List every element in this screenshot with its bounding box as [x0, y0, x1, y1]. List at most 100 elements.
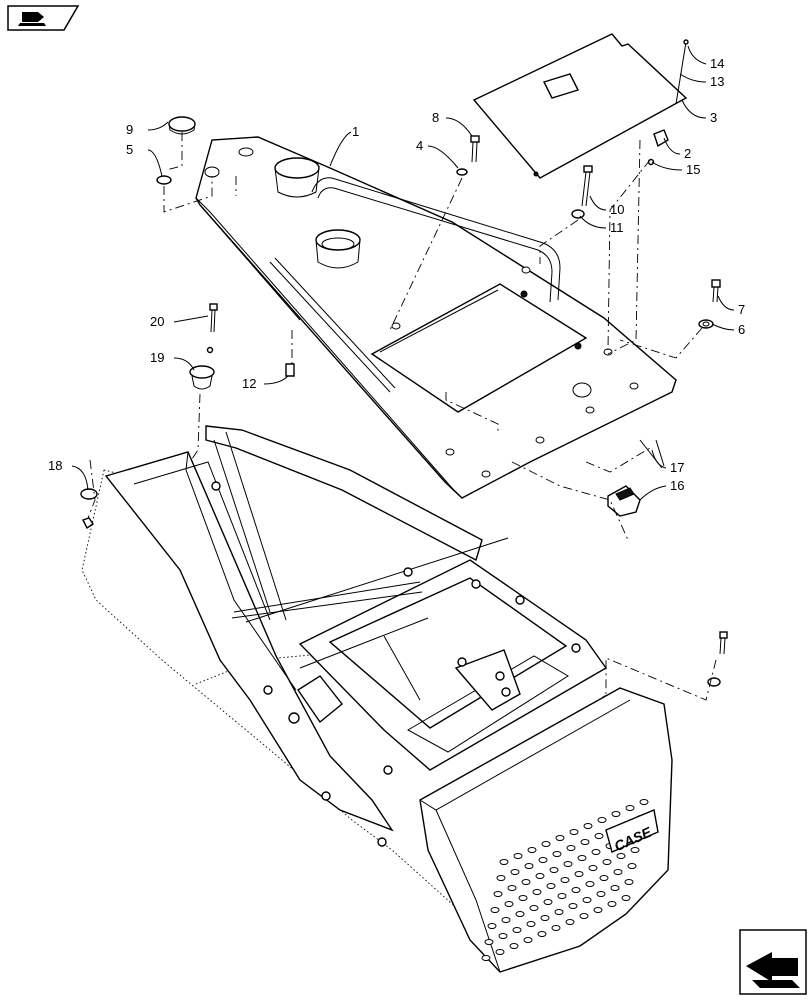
grille-hole: [552, 851, 562, 857]
grille-hole: [554, 909, 564, 915]
leader-lines: [71, 45, 735, 501]
grille-hole: [535, 873, 545, 879]
grille-hole: [495, 949, 505, 955]
grille-hole: [541, 841, 551, 847]
grille-hole: [566, 845, 576, 851]
grille-hole: [515, 911, 525, 917]
callout-6: 6: [738, 322, 745, 337]
grille-hole: [490, 907, 500, 913]
callout-17: 17: [670, 460, 684, 475]
callout-13: 13: [710, 74, 724, 89]
grille-hole: [630, 847, 640, 853]
grille-hole: [549, 867, 559, 873]
top-nav-button[interactable]: [7, 5, 80, 31]
grille-hole: [624, 879, 634, 885]
callout-11: 11: [610, 220, 624, 235]
grille-hole: [551, 925, 561, 931]
grille-hole: [568, 903, 578, 909]
grille-hole: [527, 847, 537, 853]
book-arrow-icon: [18, 12, 46, 26]
grille-hole: [594, 833, 604, 839]
grille-hole: [557, 893, 567, 899]
grille-hole: [546, 883, 556, 889]
grille-hole: [509, 943, 519, 949]
grille-hole: [521, 879, 531, 885]
grille-hole: [583, 823, 593, 829]
grille-hole: [607, 901, 617, 907]
callout-19: 19: [150, 350, 164, 365]
grille-hole: [484, 939, 494, 945]
grille-hole: [523, 937, 533, 943]
grille-hole: [555, 835, 565, 841]
grille-hole: [611, 811, 621, 817]
grille-hole: [524, 863, 534, 869]
assembly-lines: [87, 132, 717, 701]
grille-hole: [599, 875, 609, 881]
latch-hardware: [647, 39, 689, 166]
callout-12: 12: [242, 376, 256, 391]
floor-plate-part-1: [195, 136, 677, 499]
callout-9: 9: [126, 122, 133, 137]
callout-10: 10: [610, 202, 624, 217]
cover-plate-part-3: [472, 33, 688, 179]
grille-hole: [580, 839, 590, 845]
grille-hole: [610, 885, 620, 891]
callout-14: 14: [710, 56, 724, 71]
callout-4: 4: [416, 138, 423, 153]
callout-20: 20: [150, 314, 164, 329]
grille-hole: [621, 895, 631, 901]
chassis-frame: [81, 425, 611, 941]
callout-15: 15: [686, 162, 700, 177]
grille-hole: [597, 817, 607, 823]
grille-hole: [510, 869, 520, 875]
grille-hole: [481, 955, 491, 961]
grille-hole: [538, 857, 548, 863]
grille-hole: [565, 919, 575, 925]
callout-7: 7: [738, 302, 745, 317]
callout-18: 18: [48, 458, 62, 473]
grille-hole: [543, 899, 553, 905]
return-arrow-icon: [746, 952, 800, 988]
fasteners-upper: [80, 116, 728, 687]
grille-hole: [591, 849, 601, 855]
grille-hole: [616, 853, 626, 859]
grille-hole: [504, 901, 514, 907]
grille-hole: [627, 863, 637, 869]
callout-16: 16: [670, 478, 684, 493]
grille-hole: [574, 871, 584, 877]
grille-hole: [499, 859, 509, 865]
grille-holes: [481, 799, 649, 961]
grille-hole: [529, 905, 539, 911]
grille-hole: [588, 865, 598, 871]
callout-8: 8: [432, 110, 439, 125]
grille-hole: [496, 875, 506, 881]
grille-hole: [563, 861, 573, 867]
grille-hole: [560, 877, 570, 883]
grille-hole: [498, 933, 508, 939]
grille-hole: [501, 917, 511, 923]
grille-hole: [537, 931, 547, 937]
callout-5: 5: [126, 142, 133, 157]
grille-hole: [487, 923, 497, 929]
callout-1: 1: [352, 124, 359, 139]
grille-hole: [585, 881, 595, 887]
grille-hole: [571, 887, 581, 893]
grille-hole: [532, 889, 542, 895]
grille-hole: [582, 897, 592, 903]
grille-hole: [613, 869, 623, 875]
rear-grille: CASE: [419, 687, 673, 973]
grille-hole: [526, 921, 536, 927]
grille-hole: [625, 805, 635, 811]
grille-hole: [493, 891, 503, 897]
grille-hole: [512, 927, 522, 933]
grille-hole: [579, 913, 589, 919]
callout-3: 3: [710, 110, 717, 125]
grille-hole: [639, 799, 649, 805]
grille-hole: [602, 859, 612, 865]
grille-hole: [596, 891, 606, 897]
grille-hole: [577, 855, 587, 861]
grille-hole: [540, 915, 550, 921]
grille-hole: [569, 829, 579, 835]
grille-hole: [518, 895, 528, 901]
bottom-nav-button[interactable]: [739, 929, 807, 995]
